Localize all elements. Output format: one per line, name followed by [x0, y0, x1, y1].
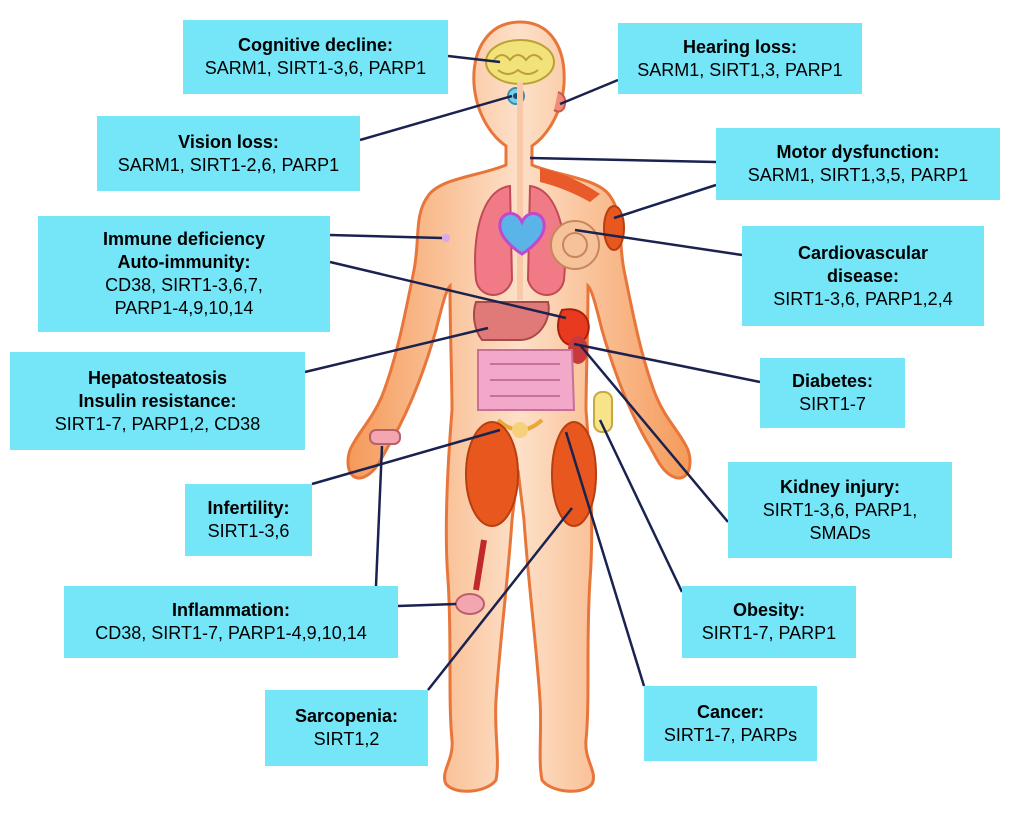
label-genes: PARP1-4,9,10,14	[114, 298, 254, 318]
neck-muscle-icon	[540, 168, 600, 202]
label-title: Auto-immunity:	[117, 252, 251, 272]
liver-icon	[473, 301, 550, 341]
label-motor-dysfunction: Motor dysfunction: SARM1, SIRT1,3,5, PARP…	[716, 128, 1000, 200]
connector-cardio	[574, 228, 743, 257]
label-cancer: Cancer:SIRT1-7, PARPs	[644, 686, 817, 761]
label-genes: SARM1, SIRT1,3,5, PARP1	[747, 165, 969, 185]
label-title: Motor dysfunction:	[776, 142, 940, 162]
brain-icon	[485, 39, 555, 85]
label-title: disease:	[826, 265, 900, 286]
label-title: Hepatosteatosis	[87, 367, 228, 388]
label-inflammation: Inflammation: CD38, SIRT1-7, PARP1-4,9,10…	[64, 586, 398, 658]
label-title: Immune deficiency	[102, 229, 266, 249]
label-genes: SIRT1,2	[313, 729, 380, 749]
connector-cognitive	[447, 54, 501, 64]
label-infertility: Infertility: SIRT1-3,6	[185, 484, 312, 556]
heart-icon	[498, 212, 546, 256]
ear-icon	[553, 91, 567, 113]
label-title: Cardiovascular	[797, 242, 929, 263]
connector-lines	[304, 54, 761, 691]
label-genes: SIRT1-7	[799, 394, 866, 414]
connector-cancer	[564, 431, 646, 687]
thigh-muscle-left-icon	[465, 421, 519, 527]
label-title: Insulin resistance:	[78, 390, 237, 411]
label-vision-loss: Vision loss:SARM1, SIRT1-2,6, PARP1	[97, 116, 360, 191]
label-genes: SIRT1-3,6, PARP1,	[762, 499, 918, 520]
label-kidney-injury: Kidney injury:SIRT1-3,6, PARP1,SMADs	[728, 462, 952, 558]
connector-sarcopenia	[427, 507, 573, 691]
label-genes: SIRT1-3,6	[207, 521, 290, 541]
label-title: Inflammation:	[171, 600, 290, 620]
label-genes: SMADs	[809, 522, 871, 543]
connector-inflammation-2	[397, 602, 457, 608]
label-genes: SARM1, SIRT1-2,6, PARP1	[117, 154, 340, 175]
label-title: Vision loss:	[178, 131, 279, 152]
thigh-muscle-right-icon	[551, 421, 597, 527]
label-title: Cancer:	[696, 701, 765, 722]
arm-muscle-icon	[603, 205, 625, 251]
label-obesity: Obesity: SIRT1-7, PARP1	[682, 586, 856, 658]
knee-joint-icon	[455, 593, 485, 615]
label-genes: CD38, SIRT1-7, PARP1-4,9,10,14	[95, 623, 367, 643]
label-genes: SIRT1-3,6, PARP1,2,4	[773, 288, 953, 309]
connector-vision	[359, 94, 513, 142]
label-genes: SARM1, SIRT1-3,6, PARP1	[204, 58, 427, 78]
lymph-node-icon	[442, 234, 450, 242]
connector-immune-2	[329, 260, 567, 320]
label-genes: SIRT1-7, PARPs	[663, 724, 798, 745]
hand-joint-icon	[369, 429, 401, 445]
label-title: Diabetes:	[791, 371, 874, 391]
connector-hearing	[559, 78, 619, 106]
label-title: Hearing loss:	[682, 36, 798, 57]
label-title: Kidney injury:	[779, 476, 900, 497]
label-cognitive-decline: Cognitive decline: SARM1, SIRT1-3,6, PARP…	[183, 20, 448, 94]
label-sarcopenia: Sarcopenia: SIRT1,2	[265, 690, 428, 766]
connector-diabetes	[573, 342, 761, 384]
reproductive-organs-icon	[496, 418, 544, 438]
fat-tissue-icon	[593, 391, 613, 433]
connector-kidney	[579, 344, 729, 523]
label-hearing-loss: Hearing loss:SARM1, SIRT1,3, PARP1	[618, 23, 862, 94]
label-title: Infertility:	[207, 498, 290, 518]
connector-obesity	[598, 419, 684, 593]
lungs-icon	[474, 184, 566, 296]
label-genes: SIRT1-7, PARP1,2, CD38	[54, 413, 261, 434]
pancreas-icon	[550, 220, 600, 270]
shin-vessel-icon	[473, 539, 487, 591]
label-title: Obesity:	[732, 600, 806, 620]
label-diabetes: Diabetes: SIRT1-7	[760, 358, 905, 428]
label-genes: CD38, SIRT1-3,6,7,	[105, 275, 263, 295]
connector-immune	[329, 233, 443, 240]
label-genes: SIRT1-7, PARP1	[701, 623, 837, 643]
intestines-icon	[477, 349, 576, 411]
connector-hepato	[304, 326, 489, 374]
label-title: Sarcopenia:	[294, 706, 399, 726]
label-title: Cognitive decline:	[237, 35, 394, 55]
connector-inflammation	[374, 445, 384, 587]
connector-motor-arm	[613, 183, 717, 220]
label-genes: SARM1, SIRT1,3, PARP1	[637, 59, 843, 80]
connector-motor	[529, 156, 717, 164]
connector-infertility	[311, 428, 501, 486]
